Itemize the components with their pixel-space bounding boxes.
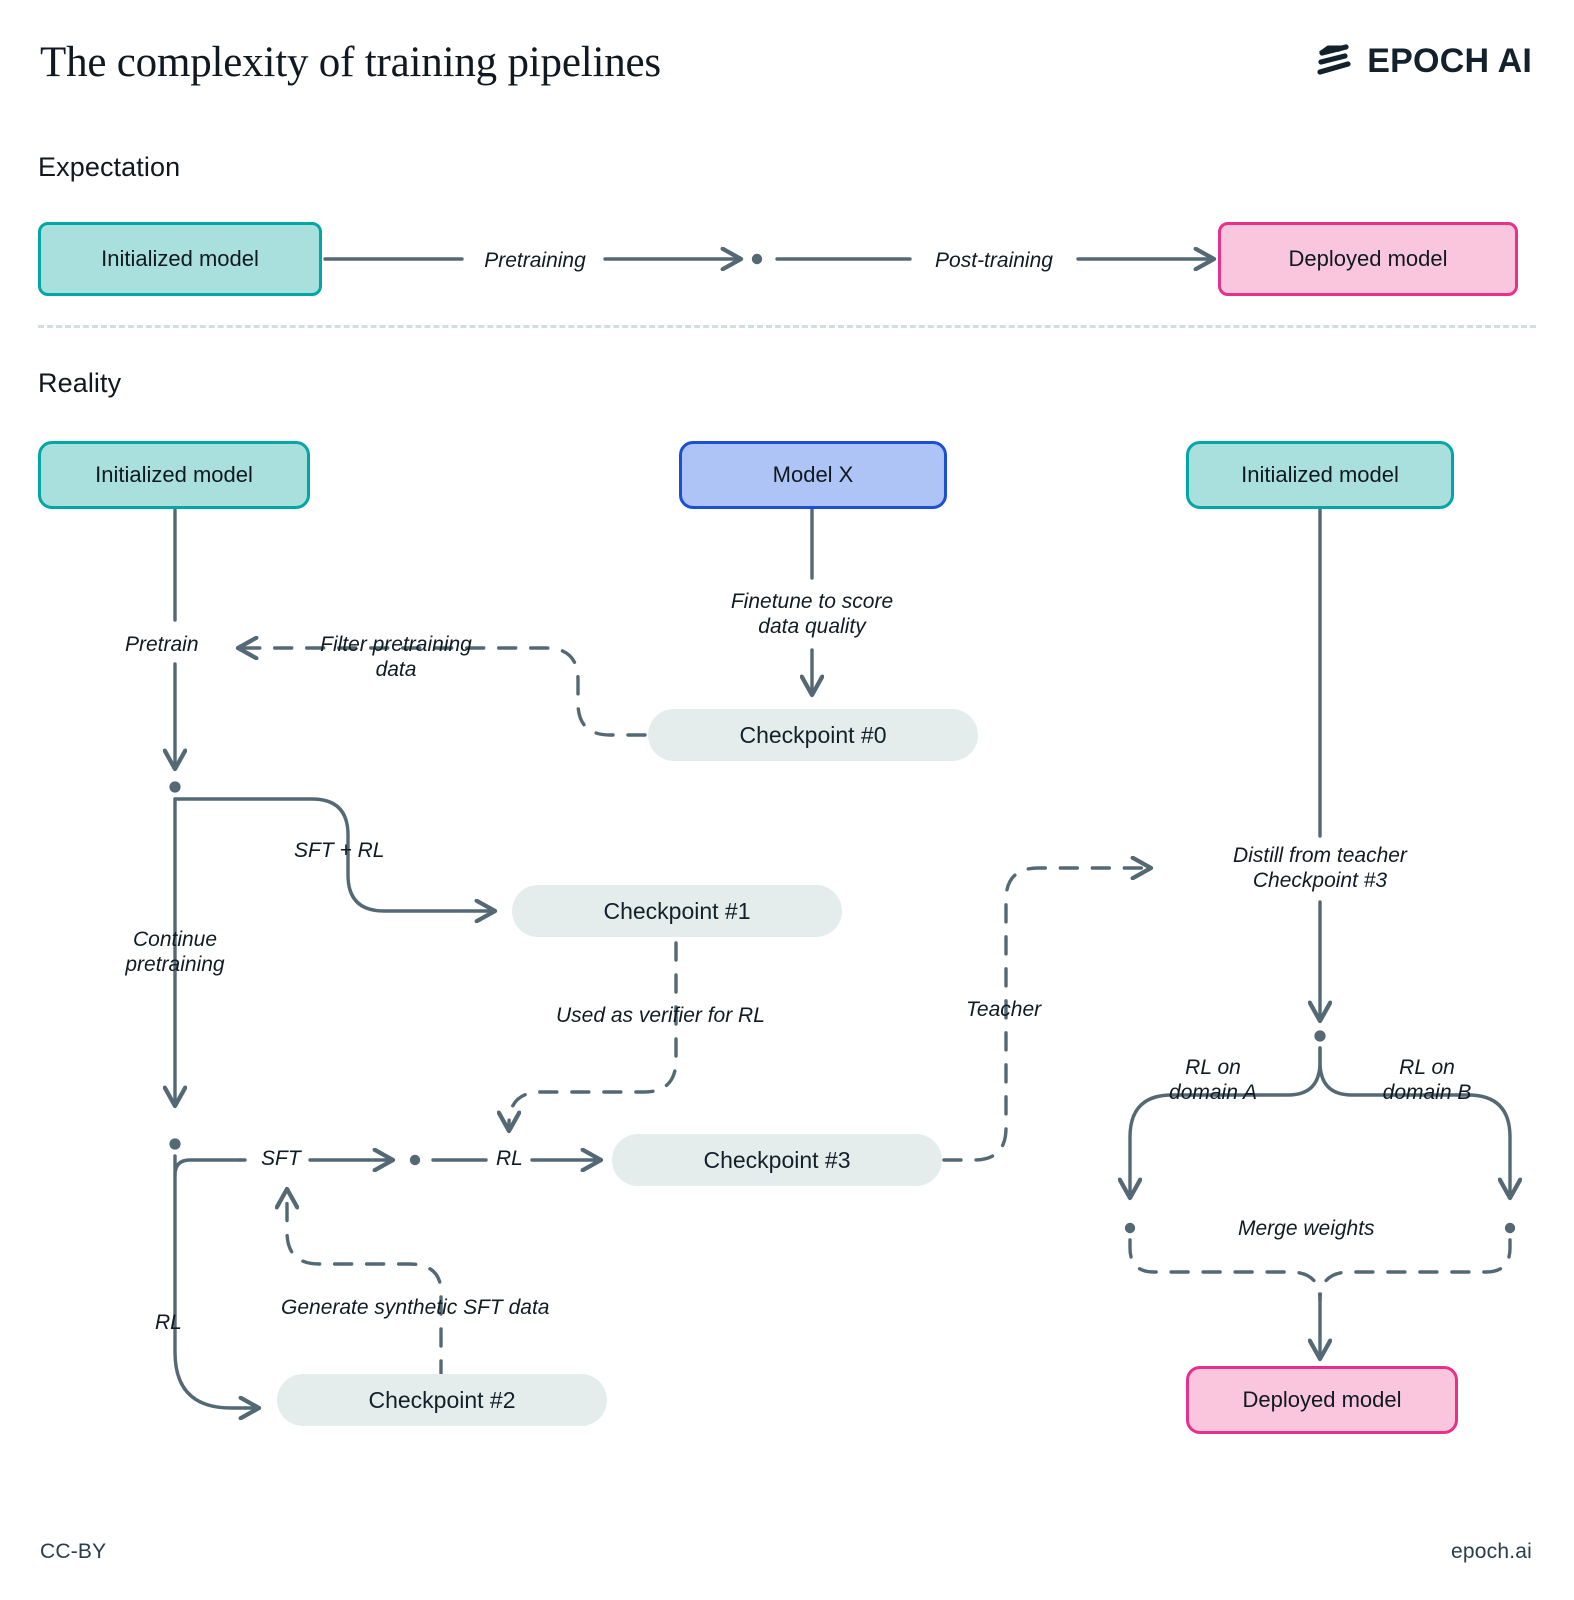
edge-label-rl-on-domain-b: RL on domain B: [1382, 1056, 1472, 1105]
reality-node-checkpoint-1[interactable]: Checkpoint #1: [512, 885, 842, 937]
edge-label-finetune-to-score-data-quality: Finetune to score data quality: [730, 590, 894, 639]
reality-node-model-x[interactable]: Model X: [679, 441, 947, 509]
edge-label-teacher: Teacher: [966, 998, 1042, 1021]
node-label: Initialized model: [101, 246, 259, 271]
edge-label-merge-weights: Merge weights: [1238, 1217, 1375, 1240]
node-label: Deployed model: [1288, 246, 1448, 271]
node-label: Checkpoint #0: [739, 721, 887, 748]
edge-label-distill-from-teacher-checkpoint-3: Distill from teacher Checkpoint #3: [1233, 844, 1407, 893]
node-label: Checkpoint #3: [703, 1146, 851, 1173]
edge-label-rl-on-domain-a: RL on domain A: [1169, 1056, 1257, 1105]
edge-label-generate-synthetic-sft-data: Generate synthetic SFT data: [281, 1296, 550, 1319]
edge-label-filter-pretraining-data: Filter pretraining data: [320, 633, 472, 682]
section-divider: [38, 325, 1536, 328]
edge-label-pretraining: Pretraining: [484, 249, 586, 272]
reality-node-checkpoint-3[interactable]: Checkpoint #3: [612, 1134, 942, 1186]
section-label-expectation: Expectation: [38, 152, 181, 182]
section-label-reality: Reality: [38, 368, 122, 398]
node-label: Checkpoint #1: [603, 897, 751, 924]
epoch-slashes-logo-icon: [1317, 44, 1351, 75]
node-label: Initialized model: [1241, 462, 1399, 487]
node-label: Checkpoint #2: [368, 1386, 516, 1413]
edge-label-pretrain: Pretrain: [125, 633, 199, 656]
reality-node-deployed-model[interactable]: Deployed model: [1186, 1366, 1458, 1434]
footer-license: CC-BY: [40, 1540, 107, 1563]
node-label: Initialized model: [95, 462, 253, 487]
edge-label-rl-down: RL: [155, 1311, 182, 1334]
node-label: Model X: [772, 462, 854, 487]
edge-label-sft: SFT: [261, 1147, 301, 1170]
reality-node-initialized-model-right[interactable]: Initialized model: [1186, 441, 1454, 509]
reality-node-checkpoint-2[interactable]: Checkpoint #2: [277, 1374, 607, 1426]
edge-label-rl-mid: RL: [496, 1147, 523, 1170]
brand-logo: EPOCH AI: [1316, 44, 1532, 78]
expectation-node-initialized-model[interactable]: Initialized model: [38, 222, 322, 296]
reality-node-initialized-model-left[interactable]: Initialized model: [38, 441, 310, 509]
brand-name: EPOCH AI: [1367, 42, 1532, 80]
footer-site-link[interactable]: epoch.ai: [1451, 1540, 1532, 1563]
edge-label-post-training: Post-training: [935, 249, 1053, 272]
reality-node-checkpoint-0[interactable]: Checkpoint #0: [648, 709, 978, 761]
node-label: Deployed model: [1242, 1387, 1402, 1412]
edge-label-used-as-verifier-for-rl: Used as verifier for RL: [556, 1004, 765, 1027]
page-title: The complexity of training pipelines: [40, 39, 661, 86]
expectation-node-deployed-model[interactable]: Deployed model: [1218, 222, 1518, 296]
edge-label-sft-plus-rl: SFT + RL: [294, 839, 385, 862]
edge-label-continue-pretraining: Continue pretraining: [125, 928, 225, 977]
